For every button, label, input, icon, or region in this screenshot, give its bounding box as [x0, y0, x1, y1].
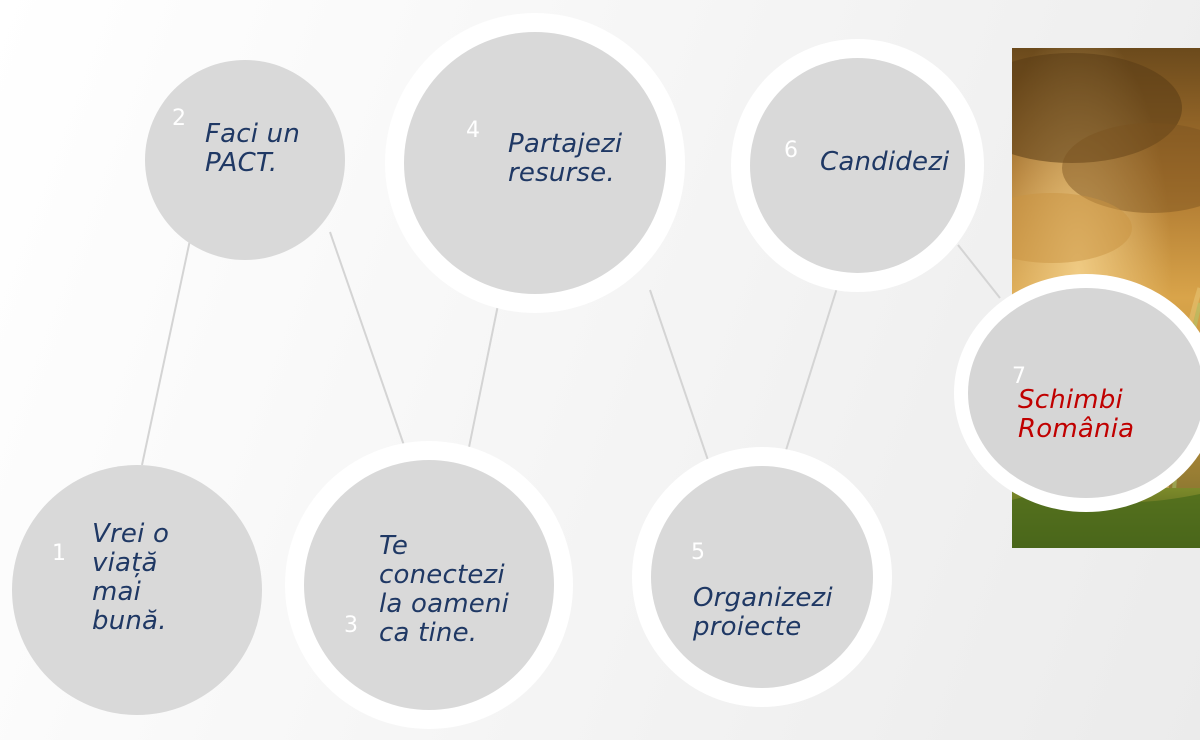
step-3-number: 3	[344, 613, 358, 638]
connector-3-4	[465, 304, 499, 463]
step-2-number: 2	[172, 106, 186, 131]
step-6-label: Candidezi	[820, 147, 950, 177]
connector-4-5	[649, 289, 713, 473]
step-3-label-line: Te	[379, 531, 409, 561]
step-7-label-line: România	[1018, 414, 1135, 445]
step-6-number: 6	[784, 138, 798, 163]
step-7-label-line: Schimbi	[1018, 385, 1123, 415]
step-2-circle: 2 Faci un PACT.	[145, 60, 345, 260]
step-3-label: Te conectezi la oameni ca tine.	[379, 531, 510, 649]
step-3-label-line: ca tine.	[379, 618, 478, 649]
step-3-label-line: la oameni	[379, 589, 510, 620]
step-6-label-line: Candidezi	[820, 147, 950, 177]
step-1-label-line: viață	[92, 548, 158, 579]
step-6-circle: 6 Candidezi	[750, 58, 965, 273]
step-4-label: Partajezi resurse.	[508, 129, 623, 189]
step-2-label-line: PACT.	[205, 148, 278, 179]
step-3-circle: 3 Te conectezi la oameni ca tine.	[304, 460, 554, 710]
step-2-label: Faci un PACT.	[205, 119, 301, 179]
step-7-circle: 7 Schimbi România	[968, 288, 1200, 498]
step-5-label-line: Organizezi	[693, 583, 833, 613]
step-4-label-line: Partajezi	[508, 129, 623, 159]
step-1-label: Vrei o viață mai bună.	[92, 519, 170, 637]
connector-1-2	[141, 239, 191, 466]
step-7-label: Schimbi România	[1018, 385, 1135, 445]
connector-6-7	[957, 244, 1001, 299]
step-4-label-line: resurse.	[508, 158, 615, 189]
connector-5-6	[775, 271, 843, 483]
step-5-label-line: proiecte	[693, 612, 802, 643]
step-1-number: 1	[52, 541, 66, 566]
step-1-label-line: bună.	[92, 606, 167, 637]
step-1-circle: 1 Vrei o viață mai bună.	[12, 465, 262, 715]
step-2-label-line: Faci un	[205, 119, 301, 149]
step-5-label: Organizezi proiecte	[693, 583, 833, 643]
step-4-circle: 4 Partajezi resurse.	[404, 32, 666, 294]
step-1-label-line: Vrei o	[92, 519, 170, 549]
step-4-number: 4	[466, 118, 480, 143]
step-3-label-line: conectezi	[379, 560, 505, 591]
step-7-number: 7	[1012, 364, 1026, 389]
connector-2-3	[329, 231, 417, 481]
step-5-circle: 5 Organizezi proiecte	[651, 466, 873, 688]
step-1-label-line: mai	[92, 577, 142, 608]
step-5-number: 5	[691, 540, 705, 565]
